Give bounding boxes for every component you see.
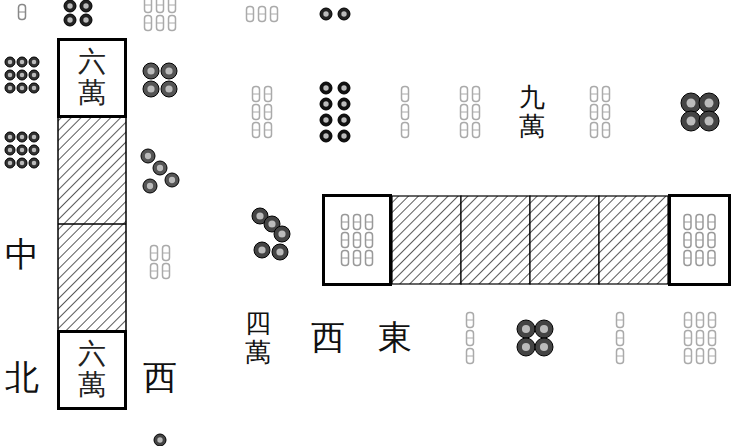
dot-tile — [517, 320, 553, 356]
tile-character: 六萬 — [78, 339, 106, 401]
dot-tile — [5, 158, 39, 168]
bamboo-tile — [145, 0, 176, 31]
dot-tile — [320, 8, 350, 20]
tile-character: 中 — [5, 232, 39, 278]
bamboo-tile — [617, 313, 624, 364]
tile-character: 四萬 — [245, 309, 271, 366]
selected-tile: 六萬 — [57, 330, 127, 410]
bamboo-tile — [247, 7, 278, 22]
bamboo-tile — [591, 87, 610, 138]
bamboo-tile — [685, 313, 716, 364]
path-cell — [392, 196, 461, 284]
dot-tile — [5, 70, 39, 80]
tile-character: 東 — [378, 315, 412, 361]
bamboo-tile — [684, 215, 715, 266]
dot-tile — [141, 149, 179, 193]
dot-tile — [320, 82, 350, 142]
path-cell — [599, 196, 668, 284]
selected-tile: 六萬 — [57, 38, 127, 118]
selected-tile — [324, 196, 391, 285]
dot-tile — [5, 57, 39, 67]
bamboo-tile — [467, 313, 474, 364]
dot-tile — [252, 208, 290, 260]
dot-tile — [154, 434, 166, 446]
tile-character: 九萬 — [519, 83, 545, 140]
tile-character: 六萬 — [78, 47, 106, 109]
selected-tile — [670, 196, 730, 285]
dot-tile — [681, 93, 719, 131]
tile-path — [58, 118, 126, 330]
tile-character: 西 — [311, 315, 345, 361]
path-cell — [461, 196, 530, 284]
path-cell — [530, 196, 599, 284]
bamboo-tile — [19, 5, 26, 20]
tile-character: 北 — [5, 355, 39, 401]
dot-tile — [5, 83, 39, 93]
tile-character: 西 — [143, 355, 177, 401]
bamboo-tile — [253, 87, 272, 138]
dot-tile — [143, 63, 177, 97]
path-cell-border — [58, 223, 126, 225]
bamboo-tile — [402, 87, 409, 138]
dot-tile — [5, 132, 39, 142]
dot-tile — [64, 0, 92, 26]
dot-tile — [5, 145, 39, 155]
bamboo-tile — [342, 215, 373, 266]
bamboo-tile — [461, 87, 480, 138]
bamboo-tile — [151, 246, 170, 279]
